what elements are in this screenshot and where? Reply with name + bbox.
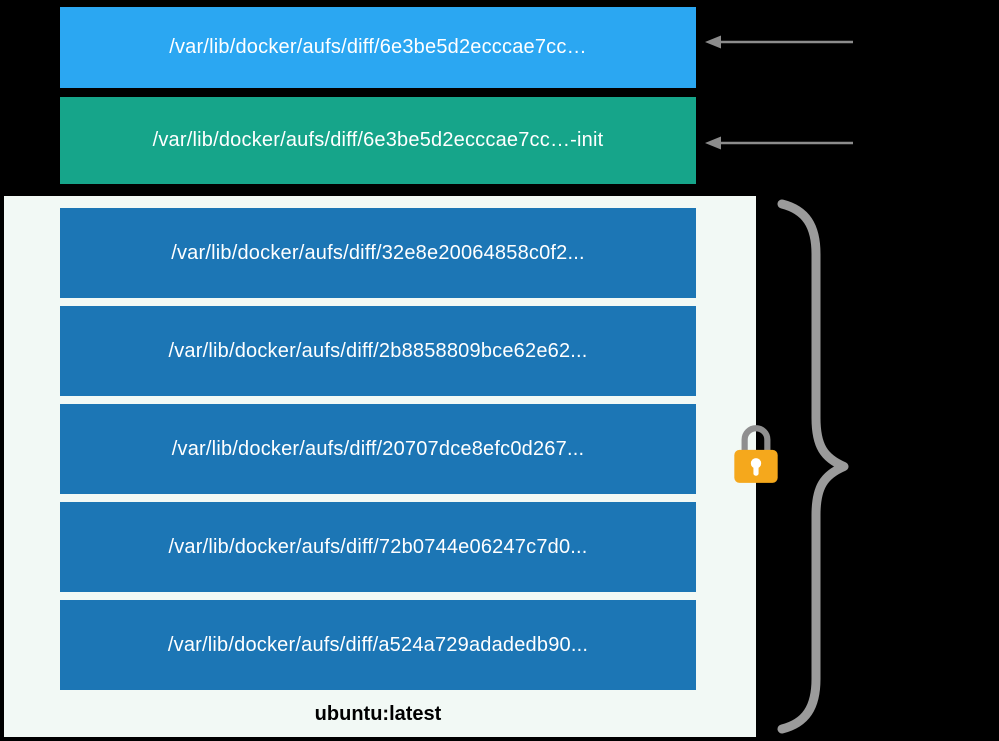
image-layer-label: /var/lib/docker/aufs/diff/32e8e20064858c… [171, 241, 585, 264]
image-name-label: ubuntu:latest [314, 702, 442, 725]
image-layer-label: /var/lib/docker/aufs/diff/2b8858809bce62… [168, 339, 588, 362]
image-layer-label: /var/lib/docker/aufs/diff/a524a729adaded… [167, 633, 589, 656]
image-layer-label: /var/lib/docker/aufs/diff/20707dce8efc0d… [171, 437, 585, 460]
curly-brace-icon [777, 199, 849, 734]
init-layer-label: /var/lib/docker/aufs/diff/6e3be5d2ecccae… [152, 129, 604, 151]
image-name-caption: ubuntu:latest [60, 696, 696, 732]
image-layer-label: /var/lib/docker/aufs/diff/72b0744e06247c… [168, 535, 588, 558]
image-layer-row: /var/lib/docker/aufs/diff/32e8e20064858c… [60, 208, 696, 298]
image-layer-row: /var/lib/docker/aufs/diff/72b0744e06247c… [60, 502, 696, 592]
image-layer-row: /var/lib/docker/aufs/diff/a524a729adaded… [60, 600, 696, 690]
image-layer-stack: /var/lib/docker/aufs/diff/32e8e20064858c… [4, 196, 756, 737]
left-arrow-icon [705, 136, 853, 150]
container-layer-label: /var/lib/docker/aufs/diff/6e3be5d2ecccae… [169, 36, 587, 58]
init-layer-bar: /var/lib/docker/aufs/diff/6e3be5d2ecccae… [60, 97, 696, 184]
image-layer-row: /var/lib/docker/aufs/diff/20707dce8efc0d… [60, 404, 696, 494]
left-arrow-icon [705, 35, 853, 49]
lock-icon [734, 425, 778, 483]
image-layer-row: /var/lib/docker/aufs/diff/2b8858809bce62… [60, 306, 696, 396]
container-layer-bar: /var/lib/docker/aufs/diff/6e3be5d2ecccae… [60, 7, 696, 88]
